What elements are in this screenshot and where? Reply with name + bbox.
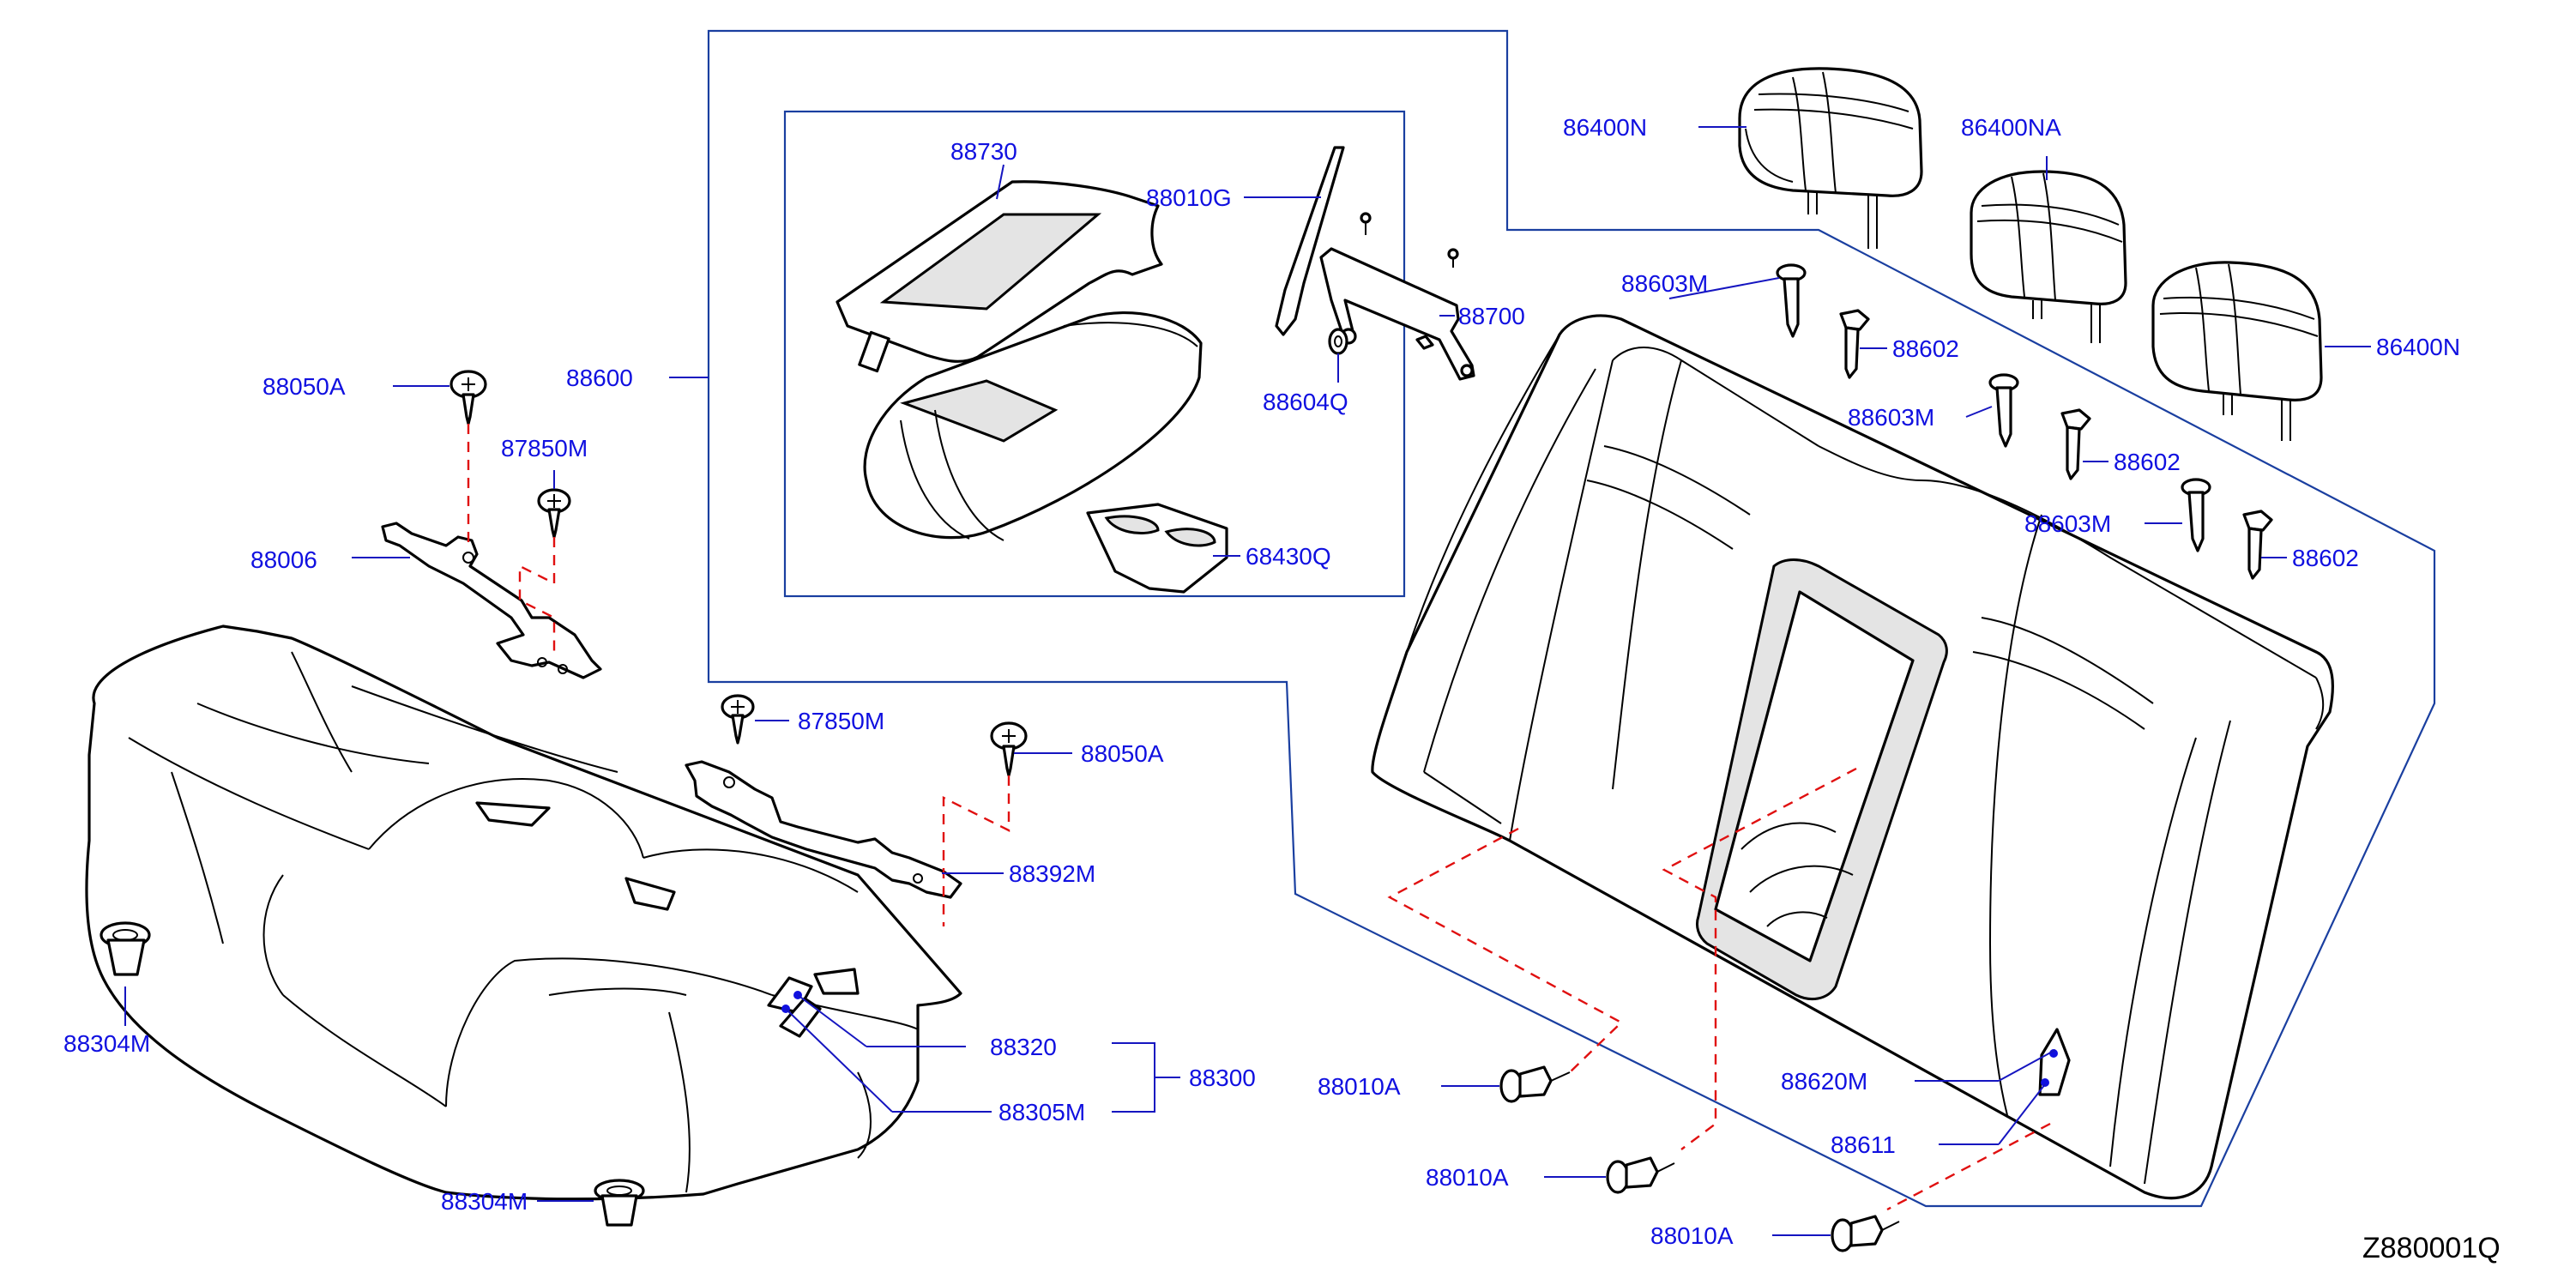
label-88304M-left: 88304M <box>63 1030 150 1057</box>
clip-88010A-a <box>1499 1065 1571 1103</box>
screw-88050A-lower <box>990 721 1028 777</box>
leader-lines <box>124 126 2371 1236</box>
headrest-86400N-right <box>2151 261 2323 441</box>
bracket-88392M <box>685 760 962 899</box>
clip-88602-top <box>1839 309 1870 379</box>
label-88010A-lower: 88010A <box>1650 1222 1734 1249</box>
label-88392M: 88392M <box>1009 860 1095 887</box>
label-86400NA: 86400NA <box>1961 114 2061 141</box>
screw-87850M-lower <box>721 694 755 745</box>
label-88304M-bottom: 88304M <box>441 1188 528 1215</box>
label-88620M: 88620M <box>1781 1068 1867 1095</box>
clip-88602-low <box>2242 510 2273 580</box>
label-88300: 88300 <box>1189 1065 1256 1091</box>
group-88600-frame <box>707 29 2436 1208</box>
clip-88010A-c <box>1831 1215 1900 1252</box>
armrest-lid-88730 <box>836 180 1163 373</box>
label-87850M-lower: 87850M <box>798 708 884 734</box>
label-88730: 88730 <box>950 138 1017 165</box>
part-labels: 86400N 86400NA 86400N 88730 88010G 88700… <box>63 114 2501 1264</box>
label-88320: 88320 <box>990 1034 1057 1060</box>
grommet-88304M-bottom <box>594 1179 645 1227</box>
headrest-86400N-left <box>1738 67 1923 249</box>
label-88611: 88611 <box>1831 1131 1896 1158</box>
seat-back-assembly <box>1371 314 2334 1200</box>
label-88050A-lower: 88050A <box>1081 740 1164 767</box>
label-86400N-left: 86400N <box>1563 114 1647 141</box>
label-88006: 88006 <box>250 546 317 573</box>
label-88010A-upper: 88010A <box>1318 1073 1401 1100</box>
label-68430Q: 68430Q <box>1246 543 1331 570</box>
bracket-88006 <box>381 522 602 679</box>
label-88603M-mid: 88603M <box>1848 404 1934 431</box>
clip-88603M-mid <box>1988 373 2019 448</box>
label-88602-top: 88602 <box>1892 335 1959 362</box>
label-88602-low: 88602 <box>2292 545 2359 571</box>
strap-88010G <box>1275 146 1345 336</box>
label-88600: 88600 <box>566 365 633 391</box>
assembly-guide-lines <box>467 424 2051 1211</box>
clip-88603M-low <box>2181 478 2211 552</box>
label-88305M: 88305M <box>998 1099 1085 1125</box>
headrest-86400NA-center <box>1970 170 2127 343</box>
cup-holder-68430Q <box>1086 503 1228 594</box>
seat-cushion-88300 <box>85 624 962 1201</box>
clip-88603M-top <box>1776 263 1807 338</box>
label-88604Q: 88604Q <box>1263 389 1348 415</box>
label-88010A-middle: 88010A <box>1426 1164 1509 1191</box>
label-88010G: 88010G <box>1146 184 1232 211</box>
label-88050A-upper: 88050A <box>262 373 346 400</box>
screw-87850M-upper <box>537 488 571 539</box>
screw-88050A-upper <box>449 370 487 425</box>
diagram-code: Z880001Q <box>2362 1232 2501 1264</box>
clip-88010A-b <box>1606 1156 1675 1194</box>
label-86400N-right: 86400N <box>2376 334 2460 360</box>
clip-88602-mid <box>2060 408 2091 480</box>
label-88603M-low: 88603M <box>2024 510 2111 537</box>
label-87850M-upper: 87850M <box>501 435 588 462</box>
armrest-subgroup-frame <box>783 110 1406 598</box>
washer-88604Q <box>1328 328 1348 355</box>
label-88700: 88700 <box>1458 303 1525 329</box>
bracket-88700 <box>1319 212 1475 381</box>
label-88603M-top: 88603M <box>1621 270 1708 297</box>
label-88602-mid: 88602 <box>2114 449 2181 475</box>
grommet-88304M-left <box>100 921 151 976</box>
armrest-body <box>863 311 1203 541</box>
